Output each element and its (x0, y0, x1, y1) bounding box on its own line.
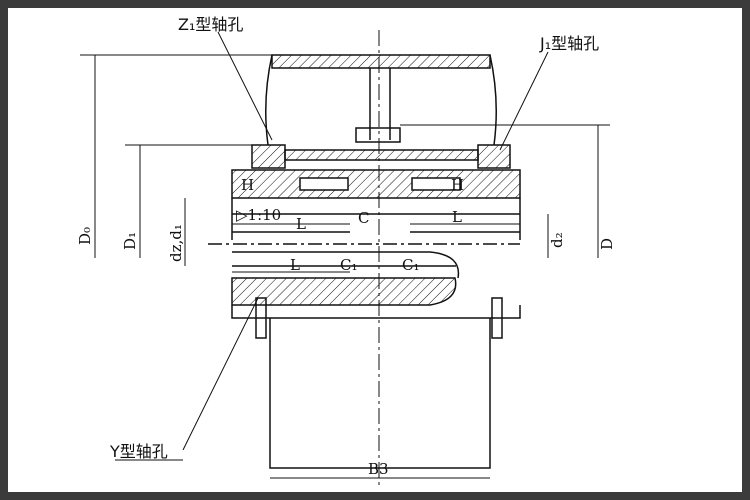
drum-rim-right (489, 54, 497, 146)
inner-plate (284, 149, 479, 161)
drawing-frame (8, 8, 742, 492)
leader-y (182, 297, 259, 451)
lower-flange (231, 305, 521, 319)
label-z1-bore: Z₁型轴孔 (178, 15, 243, 34)
bolt-top (355, 127, 401, 143)
leader-z1 (217, 31, 273, 141)
bolt-right (491, 297, 503, 339)
flange-ring-right (477, 144, 511, 169)
dim-H-right: H (451, 176, 464, 194)
dim-taper: ▷1:10 (236, 206, 281, 224)
dim-D0: D₀ (76, 227, 94, 245)
dim-H-left: H (241, 176, 254, 194)
label-y-bore: Y型轴孔 (109, 442, 168, 461)
bolt-left (255, 297, 267, 339)
hub-bore-left (299, 177, 349, 191)
drum-top-flange (271, 54, 491, 69)
upper-hub (231, 169, 521, 199)
dim-dz-d1: dz,d₁ (167, 224, 185, 262)
dim-L-upper-right: L (452, 208, 462, 226)
label-j1-bore: J₁型轴孔 (539, 34, 599, 53)
dim-B3: B3 (368, 460, 389, 478)
dim-D1: D₁ (121, 232, 139, 250)
drum-bottom (269, 318, 491, 469)
leader-j1 (499, 51, 549, 151)
hub-bore-right (411, 177, 461, 191)
dim-C: C (358, 209, 369, 227)
lower-bore (232, 251, 460, 279)
drum-rim-left (265, 54, 273, 146)
shaft-upper (231, 198, 521, 240)
dim-C1-right: C₁ (402, 256, 420, 274)
dim-L-upper-left: L (296, 215, 306, 233)
dim-C1-left: C₁ (340, 256, 358, 274)
flange-ring-left (251, 144, 286, 169)
dim-d2: d₂ (548, 232, 566, 248)
drum-web (369, 68, 391, 140)
lower-hub (231, 277, 457, 306)
dim-D: D (598, 238, 616, 250)
dim-L-lower: L (290, 256, 300, 274)
